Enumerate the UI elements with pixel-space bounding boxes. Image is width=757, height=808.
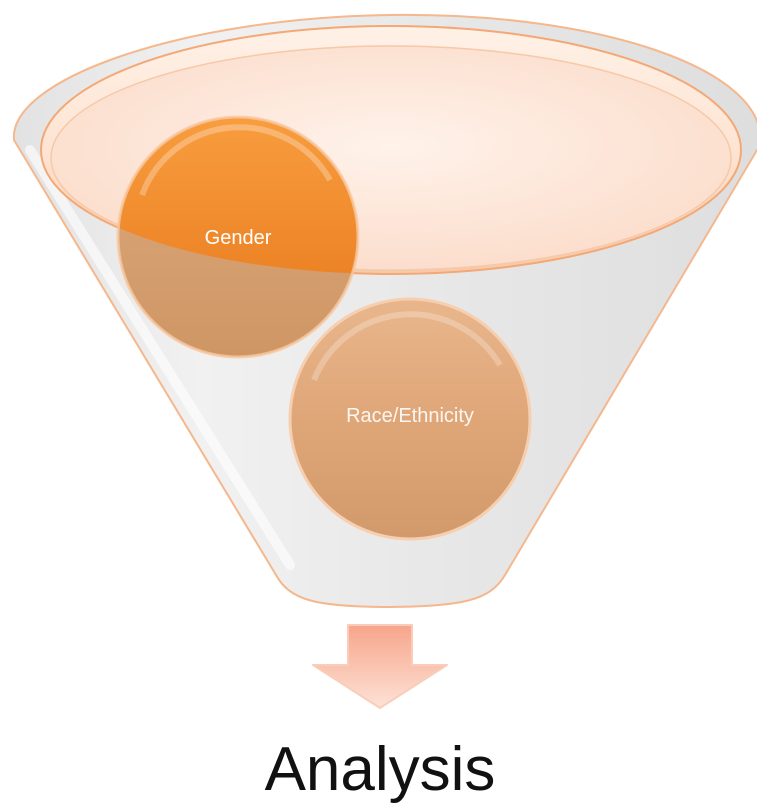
bubble-gender-label: Gender bbox=[205, 227, 272, 249]
down-arrow-icon bbox=[312, 624, 448, 709]
bubble-gender: Gender bbox=[116, 115, 360, 359]
analysis-label: Analysis bbox=[265, 735, 496, 804]
bubble-race-ethnicity-label: Race/Ethnicity bbox=[346, 405, 474, 427]
bubble-race-ethnicity: Race/Ethnicity bbox=[288, 297, 532, 541]
